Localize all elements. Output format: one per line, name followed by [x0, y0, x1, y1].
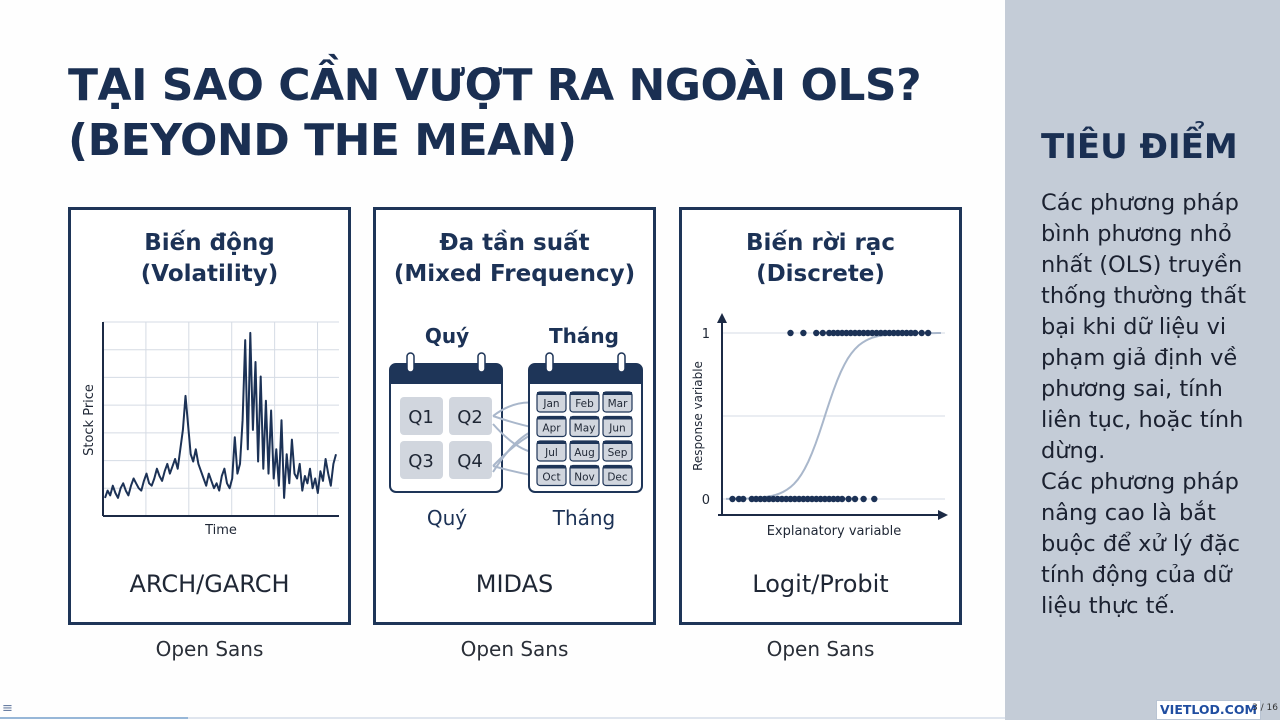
panel-mixed-frequency-font-label: Open Sans [460, 637, 569, 661]
discrete-dot [813, 329, 820, 337]
discrete-x-label: Explanatory variable [767, 524, 902, 539]
panel-discrete-title-en: (Discrete) [756, 261, 885, 287]
month-cell-header [570, 416, 599, 420]
discrete-tick-0: 0 [702, 493, 710, 508]
discrete-dot [845, 495, 852, 503]
discrete-dot [819, 329, 826, 337]
slide-title-line-1: TẠI SAO CẦN VƯỢT RA NGOÀI OLS? [68, 60, 922, 111]
panel-volatility-title-vi: Biến động [144, 230, 275, 256]
quarter-header: Quý [425, 324, 469, 348]
panel-discrete-font-label: Open Sans [766, 637, 875, 661]
discrete-dot [838, 495, 846, 503]
month-cell-header [603, 465, 632, 469]
discrete-dot [860, 495, 867, 503]
sidebar-paragraph-1: Các phương pháp bình phương nhỏ nhất (OL… [1041, 190, 1247, 464]
quarter-calendar-icon: Q1 Q2 Q3 Q4 [389, 352, 503, 493]
panel-mixed-frequency-title-vi: Đa tần suất [439, 230, 590, 256]
sidebar-text: Các phương pháp bình phương nhỏ nhất (OL… [1041, 188, 1266, 622]
month-cell-header [603, 416, 632, 420]
quarter-cell-q1: Q1 [408, 407, 434, 428]
month-cell-label: Nov [574, 472, 595, 484]
discrete-dot [918, 329, 925, 337]
month-cell-label: Dec [607, 472, 628, 484]
discrete-tick-1: 1 [702, 327, 710, 342]
sidebar-focus [1005, 0, 1280, 720]
month-cell-label: Oct [542, 472, 560, 484]
month-cell-header [537, 465, 566, 469]
quarter-caption: Quý [427, 506, 467, 530]
month-cell-label: Sep [608, 447, 628, 459]
month-cell-label: Jul [544, 447, 558, 459]
sidebar-heading: TIÊU ĐIỂM [1041, 127, 1238, 167]
discrete-dot [740, 495, 747, 503]
month-cell-header [537, 441, 566, 444]
panel-mixed-frequency-title: Đa tần suất (Mixed Frequency) [376, 228, 653, 290]
slide-title-line-2: (BEYOND THE MEAN) [68, 115, 577, 166]
volatility-grid [103, 321, 339, 516]
volatility-x-label: Time [204, 523, 237, 538]
discrete-y-arrow [717, 313, 727, 323]
mixed-frequency-diagram: Quý Tháng Q1 Q2 Q3 Q4 [389, 324, 643, 530]
discrete-dot [912, 329, 919, 337]
brand-logo[interactable]: VIETLOD.COM [1156, 700, 1261, 720]
page-counter: 3 / 16 [1252, 703, 1278, 713]
panel-discrete-title-vi: Biến rời rạc [746, 230, 895, 256]
month-cell-label: May [574, 423, 596, 435]
panel-volatility: Biến động (Volatility) Stock Price Time … [68, 207, 351, 625]
discrete-dot [787, 329, 794, 337]
volatility-y-label: Stock Price [82, 384, 97, 456]
month-caption: Tháng [552, 506, 616, 530]
discrete-dot [729, 495, 736, 503]
month-cell-label: Aug [574, 447, 595, 459]
panel-mixed-frequency-title-en: (Mixed Frequency) [393, 261, 636, 287]
panel-volatility-title: Biến động (Volatility) [71, 228, 348, 290]
panel-mixed-frequency-method: MIDAS [475, 570, 554, 598]
discrete-x-arrow [938, 510, 948, 520]
slide-progress-fill [0, 717, 189, 719]
month-cell-header [603, 392, 632, 395]
panel-discrete-method: Logit/Probit [752, 570, 889, 598]
panel-volatility-font-label: Open Sans [155, 637, 264, 661]
month-cell-header [537, 416, 566, 420]
month-cell-header [537, 392, 566, 395]
discrete-dot [924, 329, 932, 337]
sidebar-paragraph-2: Các phương pháp nâng cao là bắt buộc để … [1041, 469, 1240, 619]
month-cell-header [570, 441, 599, 444]
month-cell-label: Apr [542, 423, 561, 435]
slide-title: TẠI SAO CẦN VƯỢT RA NGOÀI OLS? (BEYOND T… [68, 58, 922, 168]
panel-volatility-title-en: (Volatility) [140, 261, 279, 287]
panel-discrete-title: Biến rời rạc (Discrete) [682, 228, 959, 290]
slide-main: TẠI SAO CẦN VƯỢT RA NGOÀI OLS? (BEYOND T… [0, 58, 1005, 719]
menu-icon[interactable]: ≡ [2, 701, 13, 716]
volatility-chart: Stock Price Time [82, 321, 339, 538]
month-cell-header [570, 392, 599, 395]
month-cell-header [603, 441, 632, 444]
slide-progress-track [0, 717, 1005, 719]
panel-discrete: Biến rời rạc (Discrete) 1 0 Response var… [679, 207, 962, 625]
month-cell-label: Jan [542, 398, 559, 410]
panel-volatility-method: ARCH/GARCH [129, 570, 290, 598]
volatility-series-line [104, 331, 337, 499]
month-cell-label: Mar [608, 398, 628, 410]
quarter-cell-q3: Q3 [408, 451, 434, 472]
month-cell-label: Jun [608, 423, 625, 435]
discrete-y-label: Response variable [691, 361, 705, 471]
discrete-dot [851, 495, 859, 503]
panel-mixed-frequency: Đa tần suất (Mixed Frequency) Quý Tháng … [373, 207, 656, 625]
discrete-dot [871, 495, 878, 503]
month-header: Tháng [549, 324, 619, 348]
discrete-chart: 1 0 Response variable Explanatory variab… [691, 313, 948, 539]
quarter-cell-q2: Q2 [457, 407, 483, 428]
quarter-cell-q4: Q4 [457, 451, 483, 472]
discrete-dot [800, 329, 807, 337]
month-cell-header [570, 465, 599, 469]
month-cell-label: Feb [575, 398, 594, 410]
